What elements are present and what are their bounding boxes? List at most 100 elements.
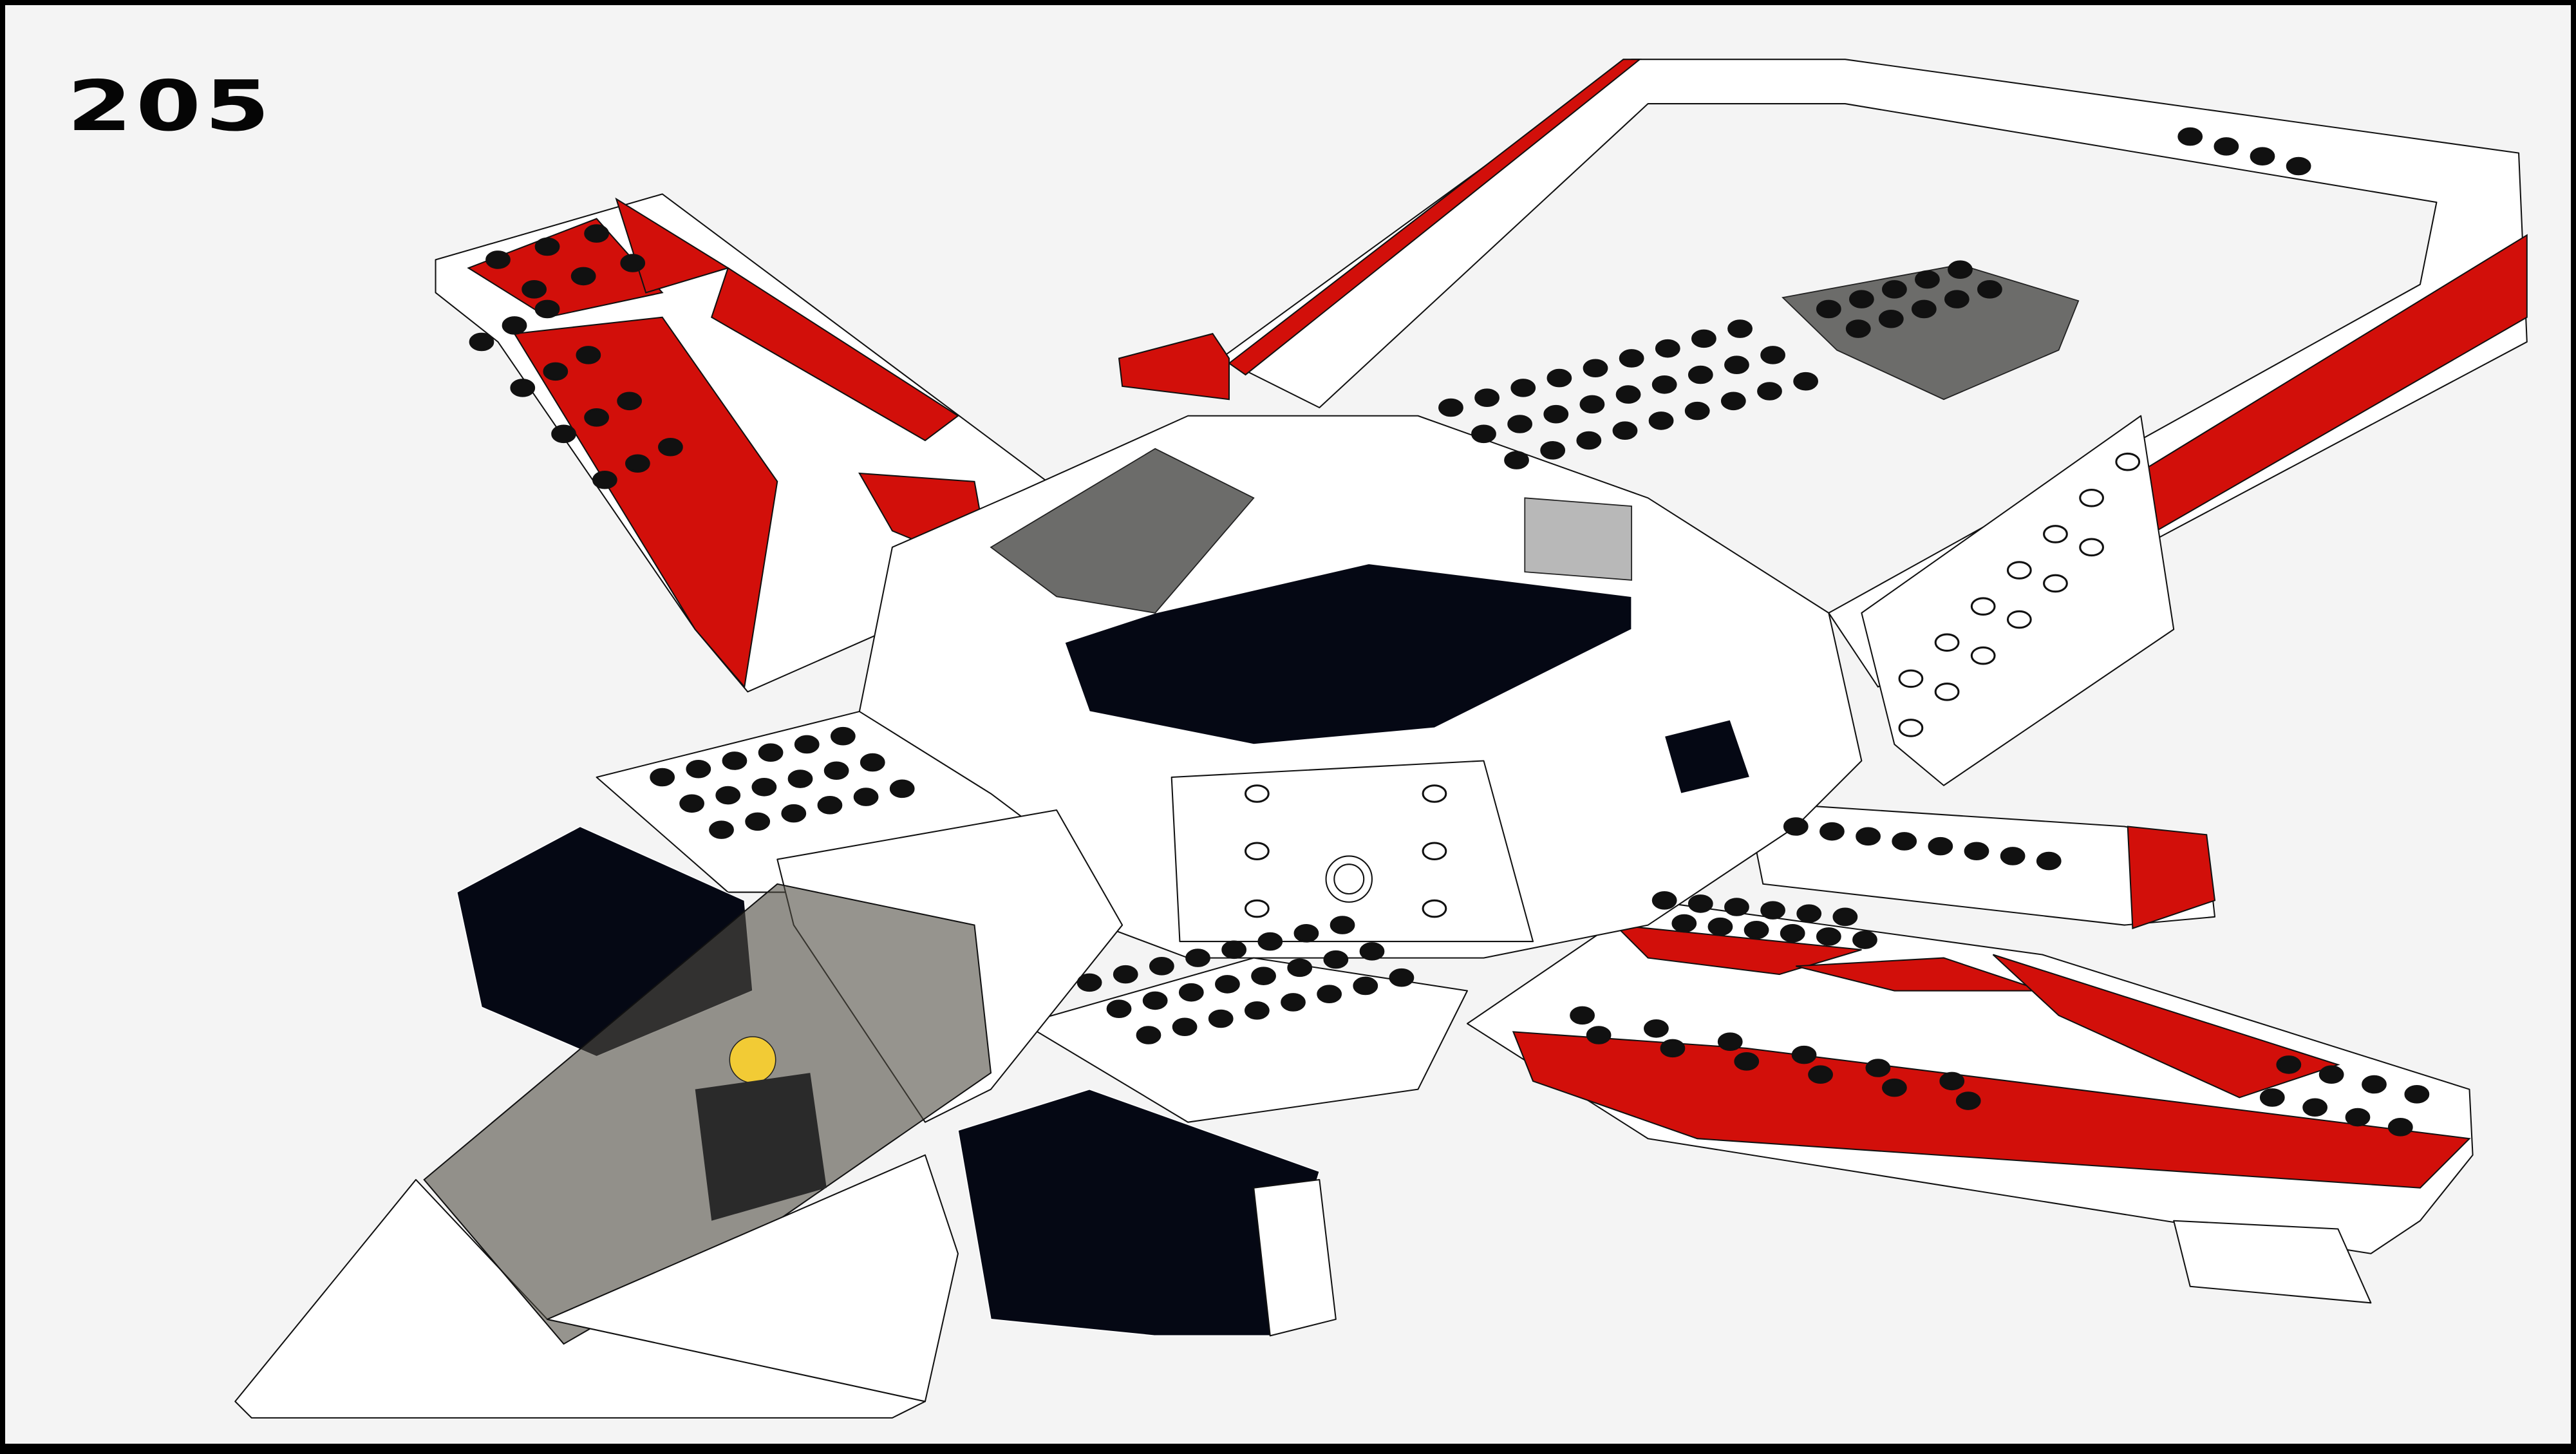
stud [1724, 898, 1749, 916]
stud [1760, 346, 1785, 364]
stud [1977, 280, 2002, 299]
minifigure-head [729, 1036, 776, 1084]
stud [2286, 156, 2311, 176]
fuselage-body [858, 415, 1863, 959]
stud [2079, 489, 2104, 507]
stud [1504, 451, 1529, 469]
stud [2006, 561, 2032, 580]
stud [1691, 329, 1716, 348]
stud [1583, 359, 1608, 378]
stud [1934, 633, 1960, 652]
stud [2318, 1065, 2344, 1084]
stud [1651, 891, 1677, 910]
stud [620, 254, 646, 272]
stud [1671, 914, 1697, 933]
stud [1323, 950, 1349, 969]
stud [469, 332, 494, 352]
stud [1543, 404, 1569, 424]
stud [830, 726, 856, 746]
stud [1783, 817, 1809, 836]
stud [1471, 424, 1496, 444]
stud [1570, 1006, 1595, 1025]
stud [1757, 382, 1782, 401]
stud [2006, 610, 2032, 629]
stud [522, 280, 547, 299]
stud [1964, 842, 1989, 861]
stud [715, 786, 741, 805]
stud [534, 237, 560, 256]
stud [1865, 1059, 1891, 1077]
stud [1142, 991, 1168, 1010]
stud [1586, 1026, 1612, 1044]
stud [2214, 137, 2239, 156]
stud [1651, 375, 1677, 394]
stud [485, 250, 511, 269]
stud [1832, 907, 1858, 927]
stud [1540, 441, 1566, 460]
stud [1281, 993, 1306, 1012]
stud [1359, 942, 1385, 961]
stud [860, 753, 885, 772]
stud [1221, 940, 1247, 959]
stud [1688, 365, 1713, 384]
stud [1106, 999, 1132, 1018]
stud [1579, 395, 1605, 414]
stud [1655, 339, 1680, 358]
stud [1208, 1009, 1234, 1028]
right-front-wing [1466, 900, 2474, 1304]
stud [1882, 1078, 1907, 1097]
stud [1852, 930, 1877, 949]
stud [794, 735, 820, 754]
stud [584, 224, 609, 243]
stud [1648, 411, 1674, 430]
stud [1576, 431, 1602, 450]
stud [617, 392, 643, 411]
stud [1796, 904, 1822, 923]
stud [534, 299, 560, 319]
stud [1848, 290, 1874, 308]
stud [1510, 379, 1536, 397]
stud [2043, 574, 2068, 593]
stud [1707, 917, 1733, 936]
stud [1507, 415, 1533, 433]
stud [1717, 1032, 1743, 1051]
stud [1816, 927, 1841, 946]
cockpit [234, 809, 1123, 1419]
stud [1724, 355, 1749, 374]
stud [1422, 784, 1447, 803]
stud [751, 778, 777, 797]
stud [1660, 1039, 1686, 1058]
stud [576, 346, 601, 364]
stud [1955, 1091, 1981, 1110]
stud [1970, 646, 1996, 665]
stud [551, 424, 576, 444]
stud [1688, 894, 1713, 913]
stud [2362, 1075, 2387, 1094]
minifigure-torso [695, 1073, 827, 1221]
stud [1612, 421, 1638, 440]
stud [1257, 932, 1283, 951]
stud [1422, 842, 1447, 861]
stud [1172, 1017, 1198, 1037]
stud [2387, 1118, 2413, 1137]
stud [722, 751, 747, 770]
stud [1892, 832, 1917, 851]
stud [1244, 1001, 1270, 1020]
stud [1547, 368, 1572, 388]
stud [1720, 392, 1746, 411]
stud [2115, 452, 2141, 471]
stud [1948, 260, 1973, 279]
stud [1136, 1026, 1161, 1044]
stud [745, 812, 771, 831]
stud [1970, 597, 1996, 616]
step-number: 205 [67, 66, 274, 147]
stud [1185, 949, 1210, 967]
stud [817, 796, 843, 815]
stud [625, 454, 650, 473]
stud [1780, 924, 1805, 943]
stud [1244, 784, 1270, 803]
stud-grid [469, 127, 2430, 1137]
stud [658, 437, 683, 457]
stud [1808, 1065, 1833, 1084]
